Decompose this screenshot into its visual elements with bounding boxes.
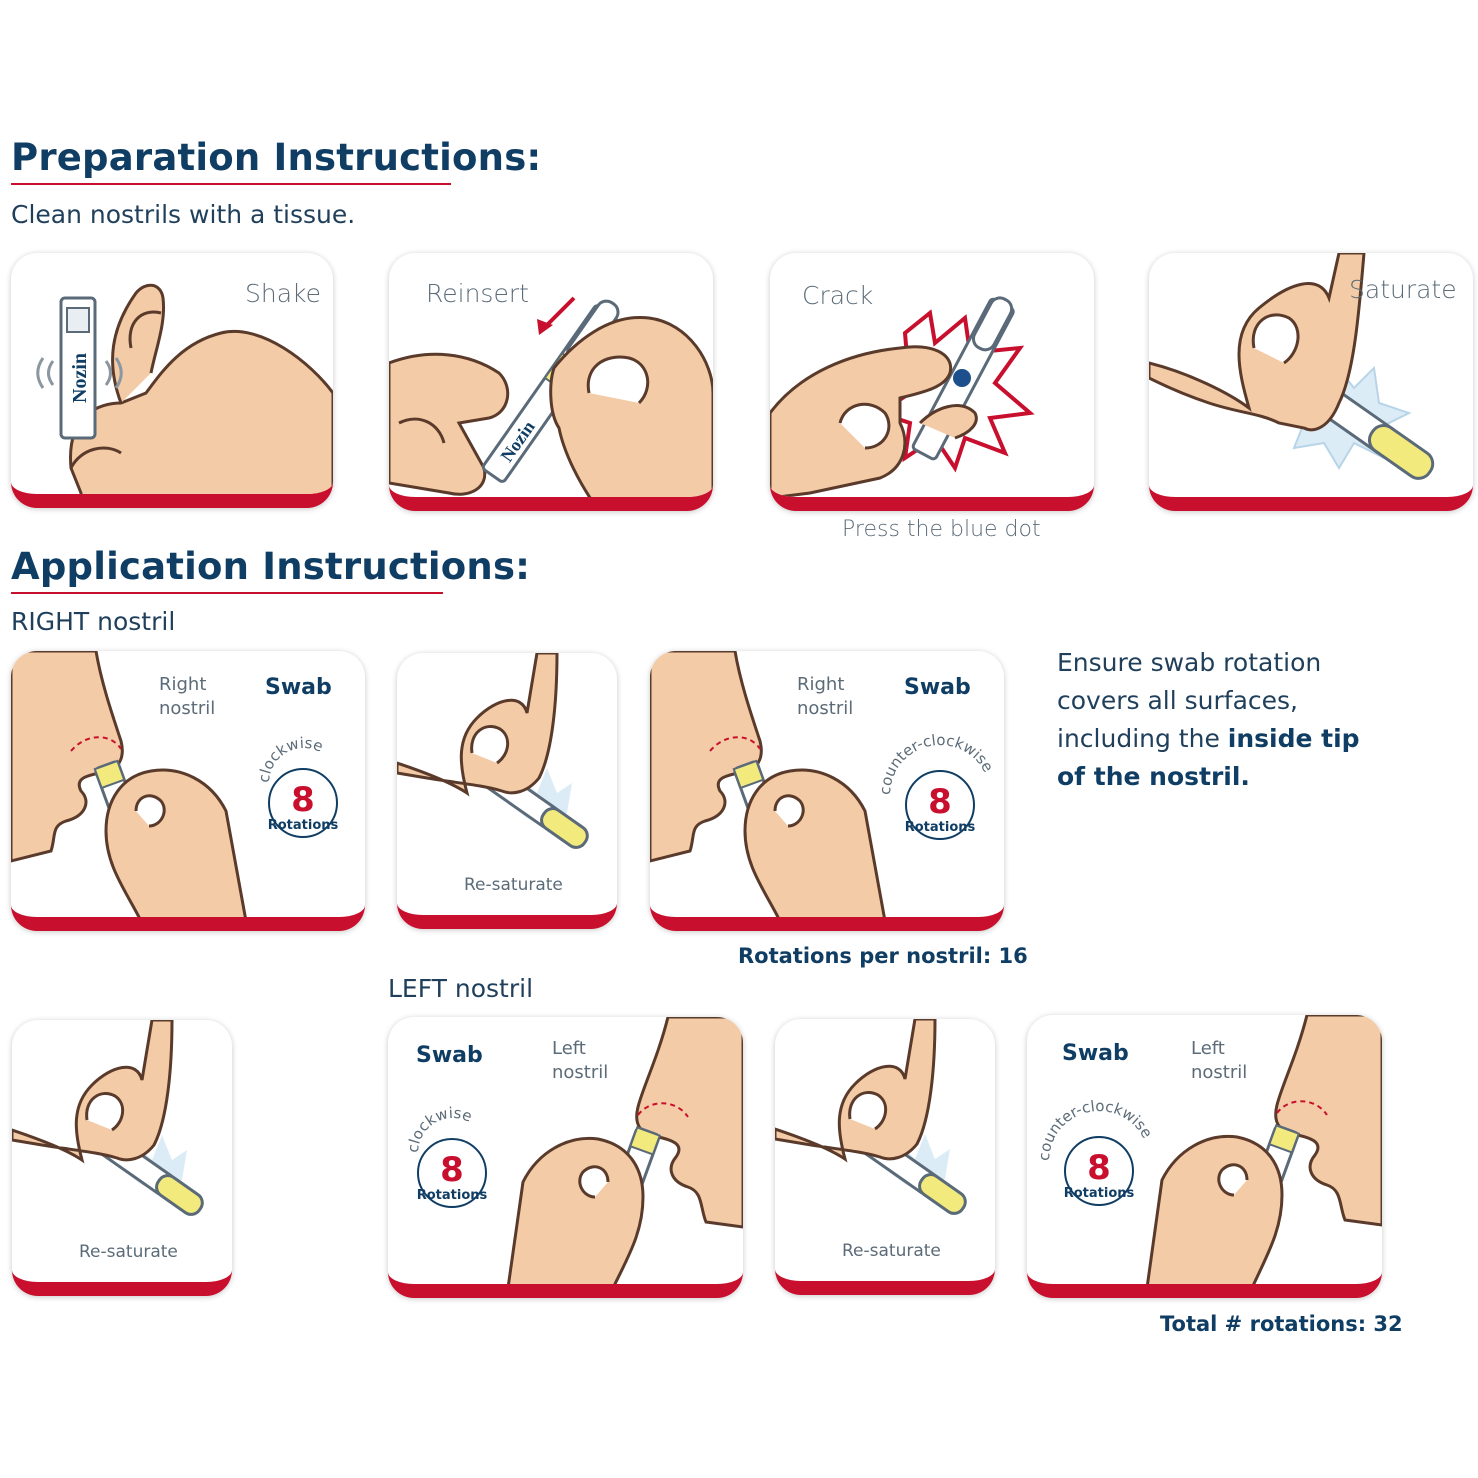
rotation-badge-counter-2: counter-clockwise 8 Rotations bbox=[1037, 1099, 1156, 1206]
right-counter-clockwise-illustration: Nozin bbox=[650, 651, 886, 917]
badge-count-4: 8 bbox=[1087, 1148, 1111, 1188]
rotations-per-nostril: Rotations per nostril: 16 bbox=[738, 944, 1028, 968]
preparation-heading-rule bbox=[11, 183, 451, 185]
resaturate-card-2: Re-saturate bbox=[12, 1020, 232, 1296]
left-counter-clockwise-illustration: Nozin bbox=[1146, 1015, 1382, 1284]
shake-brand-text: Nozin bbox=[69, 353, 91, 403]
saturate-illustration: Nozin bbox=[1149, 253, 1435, 480]
resaturate-card-3: Re-saturate bbox=[775, 1019, 995, 1295]
step-card-crack: Crack bbox=[770, 253, 1094, 511]
application-heading-rule bbox=[11, 592, 443, 594]
swab-word-2: Swab bbox=[904, 675, 971, 700]
step-label-reinsert: Reinsert bbox=[426, 279, 529, 308]
rotation-badge-clockwise-1: clockwise 8 Rotations bbox=[255, 734, 339, 838]
badge-count-3: 8 bbox=[440, 1150, 464, 1190]
preparation-heading: Preparation Instructions: bbox=[11, 136, 542, 179]
left-nostril-heading: LEFT nostril bbox=[388, 974, 534, 1003]
badge-rotations-word-1: Rotations bbox=[268, 818, 339, 833]
rotation-coverage-note: Ensure swab rotation covers all surfaces… bbox=[1057, 648, 1360, 791]
step-card-saturate: Nozin Saturate bbox=[1149, 253, 1473, 511]
step-label-shake: Shake bbox=[245, 279, 322, 308]
swab-word-4: Swab bbox=[1062, 1041, 1129, 1066]
right-clockwise-illustration: Nozin bbox=[11, 651, 247, 917]
application-heading: Application Instructions: bbox=[11, 545, 531, 588]
badge-count-2: 8 bbox=[928, 782, 952, 822]
left-clockwise-illustration: Nozin bbox=[507, 1017, 743, 1284]
step-label-crack: Crack bbox=[802, 281, 874, 310]
shake-illustration: Nozin bbox=[36, 283, 333, 494]
rotation-badge-clockwise-2: clockwise 8 Rotations bbox=[404, 1104, 488, 1208]
preparation-subtext: Clean nostrils with a tissue. bbox=[11, 200, 356, 229]
badge-rotations-word-2: Rotations bbox=[905, 820, 976, 835]
resaturate-label-1: Re-saturate bbox=[464, 875, 563, 895]
badge-rotations-word-3: Rotations bbox=[417, 1188, 488, 1203]
blue-dot bbox=[953, 369, 971, 387]
swab-word-3: Swab bbox=[416, 1043, 483, 1068]
step-label-saturate: Saturate bbox=[1349, 275, 1457, 304]
resaturate-label-2: Re-saturate bbox=[79, 1242, 178, 1262]
total-rotations: Total # rotations: 32 bbox=[1160, 1312, 1403, 1336]
resaturate-card-1: Re-saturate bbox=[397, 653, 617, 929]
resaturate-illustration-2 bbox=[12, 1020, 204, 1216]
step-card-shake: Nozin Shake bbox=[11, 253, 333, 508]
crack-illustration bbox=[770, 296, 1035, 497]
reinsert-illustration: Nozin bbox=[389, 296, 713, 497]
right-nostril-heading: RIGHT nostril bbox=[11, 607, 176, 636]
badge-rotations-word-4: Rotations bbox=[1064, 1186, 1135, 1201]
resaturate-label-3: Re-saturate bbox=[842, 1241, 941, 1261]
badge-count-1: 8 bbox=[291, 780, 315, 820]
step-card-reinsert: Nozin Reinsert bbox=[389, 253, 713, 511]
swab-word-1: Swab bbox=[265, 675, 332, 700]
rotation-badge-counter-1: counter-clockwise 8 Rotations bbox=[878, 733, 997, 840]
crack-caption: Press the blue dot bbox=[842, 517, 1041, 542]
resaturate-illustration-1 bbox=[397, 653, 589, 849]
resaturate-illustration-3 bbox=[775, 1019, 967, 1215]
